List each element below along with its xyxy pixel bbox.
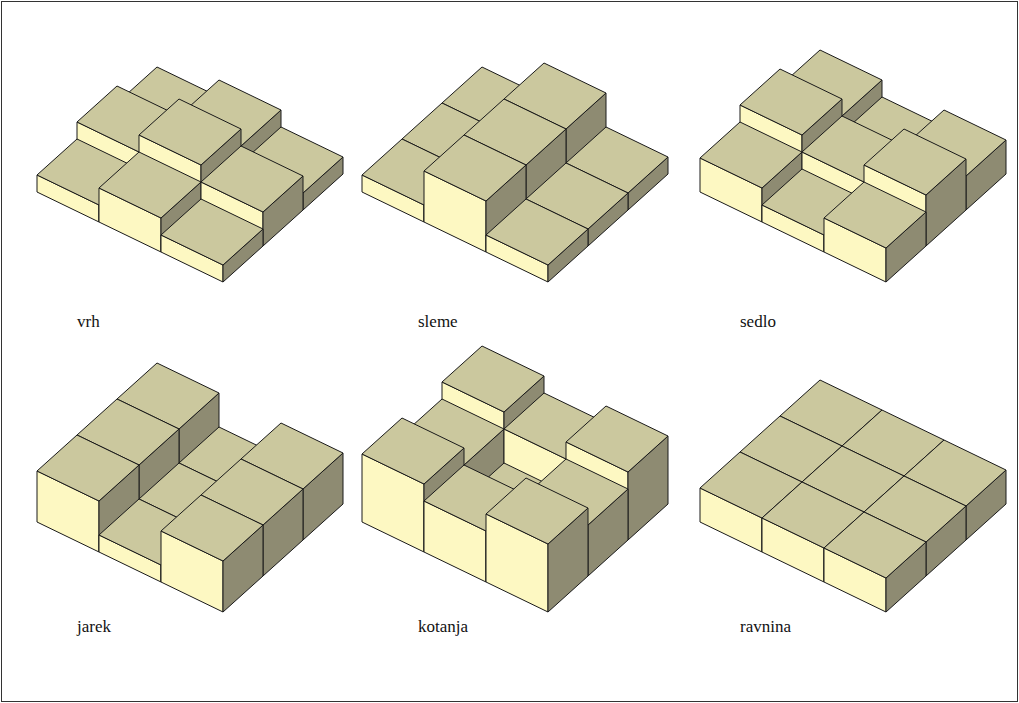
block-top <box>99 152 201 218</box>
block-top <box>486 478 588 544</box>
terrain-blocks <box>700 50 1006 282</box>
block-top <box>566 406 668 472</box>
block-top <box>740 69 842 135</box>
block <box>824 512 926 612</box>
terrain-blocks <box>362 346 668 612</box>
block <box>161 495 263 612</box>
block-top <box>362 418 464 484</box>
block-top <box>161 199 263 265</box>
block-top <box>161 495 263 561</box>
block-top <box>700 122 802 188</box>
block-top <box>442 346 544 412</box>
block-top <box>864 129 966 195</box>
terrain-label: jarek <box>77 617 111 637</box>
terrain-label: sleme <box>418 312 458 332</box>
block-top <box>824 512 926 578</box>
block <box>824 182 926 282</box>
block <box>486 478 588 612</box>
block-top <box>201 146 303 212</box>
block-top <box>37 435 139 501</box>
terrain-label: ravnina <box>740 617 791 637</box>
block-top <box>824 182 926 248</box>
terrain-label: vrh <box>77 312 100 332</box>
terrain-label: sedlo <box>740 312 776 332</box>
terrain-blocks <box>37 363 343 612</box>
terrain-blocks <box>37 67 343 282</box>
terrain-blocks <box>700 380 1006 612</box>
block-top <box>424 135 526 201</box>
block <box>161 199 263 282</box>
block <box>486 199 588 282</box>
terrain-blocks <box>362 63 668 282</box>
terrain-label: kotanja <box>418 617 468 637</box>
block-top <box>139 99 241 165</box>
block-top <box>486 199 588 265</box>
